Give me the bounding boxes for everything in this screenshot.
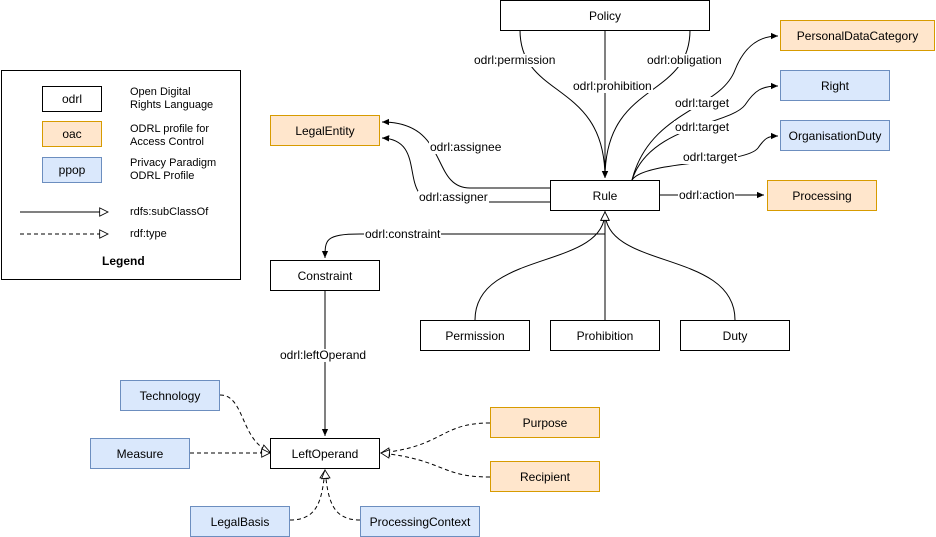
left-operand-node[interactable]: LeftOperand xyxy=(270,438,380,469)
edge-label-obligation: odrl:obligation xyxy=(646,53,723,67)
legend-odrl-swatch: odrl xyxy=(42,86,102,112)
legend-ppop-text: Privacy Paradigm ODRL Profile xyxy=(130,157,217,182)
duty-node[interactable]: Duty xyxy=(680,320,790,351)
legend-oac-swatch: oac xyxy=(42,121,102,147)
edge-target-pdc xyxy=(631,32,779,181)
edge-label-assignee: odrl:assignee xyxy=(429,140,503,154)
edge-target-right xyxy=(631,82,779,181)
edge-legalbasis-type xyxy=(289,470,325,521)
legend-oac-text: ODRL profile for Access Control xyxy=(130,123,210,148)
edge-recipient-type xyxy=(381,453,491,478)
edge-label-target-2: odrl:target xyxy=(674,120,731,134)
edge-obligation xyxy=(601,29,691,179)
constraint-node[interactable]: Constraint xyxy=(270,260,380,291)
processing-context-node[interactable]: ProcessingContext xyxy=(360,506,480,537)
legend-odrl-text: Open Digital Rights Language xyxy=(130,86,214,111)
legal-basis-node[interactable]: LegalBasis xyxy=(190,506,290,537)
edge-permission-subclass xyxy=(474,212,605,321)
legend-line-samples xyxy=(20,71,242,281)
permission-node[interactable]: Permission xyxy=(420,320,530,351)
personal-data-category-node[interactable]: PersonalDataCategory xyxy=(780,20,935,51)
measure-node[interactable]: Measure xyxy=(90,438,190,469)
edge-label-prohibition: odrl:prohibition xyxy=(572,79,653,93)
legal-entity-node[interactable]: LegalEntity xyxy=(270,115,380,146)
edge-label-target-3: odrl:target xyxy=(682,150,739,164)
purpose-node[interactable]: Purpose xyxy=(490,407,600,438)
edge-target-orgduty xyxy=(631,132,779,181)
edge-label-action: odrl:action xyxy=(678,188,736,202)
right-node[interactable]: Right xyxy=(780,70,890,101)
legend-subclass-text: rdfs:subClassOf xyxy=(130,206,209,218)
edge-duty-subclass xyxy=(605,212,736,321)
legend-panel: odrl Open Digital Rights Language oac OD… xyxy=(1,70,241,280)
legend-type-text: rdf:type xyxy=(130,228,167,240)
edge-label-left-operand: odrl:leftOperand xyxy=(279,348,368,362)
edge-label-target-1: odrl:target xyxy=(674,96,731,110)
processing-node[interactable]: Processing xyxy=(767,180,877,211)
edge-processingcontext-type xyxy=(325,470,361,521)
prohibition-node[interactable]: Prohibition xyxy=(550,320,660,351)
edge-technology-type xyxy=(219,394,270,452)
rule-node[interactable]: Rule xyxy=(550,180,660,211)
edge-label-permission: odrl:permission xyxy=(473,53,557,67)
organisation-duty-node[interactable]: OrganisationDuty xyxy=(780,120,890,151)
technology-node[interactable]: Technology xyxy=(120,380,220,411)
policy-node[interactable]: Policy xyxy=(500,0,710,31)
edge-label-assigner: odrl:assigner xyxy=(418,190,489,204)
edge-permission xyxy=(519,29,609,179)
edge-purpose-type xyxy=(381,422,491,453)
recipient-node[interactable]: Recipient xyxy=(490,461,600,492)
edge-assignee xyxy=(381,118,550,189)
legend-ppop-swatch: ppop xyxy=(42,157,102,183)
legend-title: Legend xyxy=(102,254,145,268)
edge-constraint xyxy=(321,209,606,259)
edge-label-constraint: odrl:constraint xyxy=(364,227,442,241)
